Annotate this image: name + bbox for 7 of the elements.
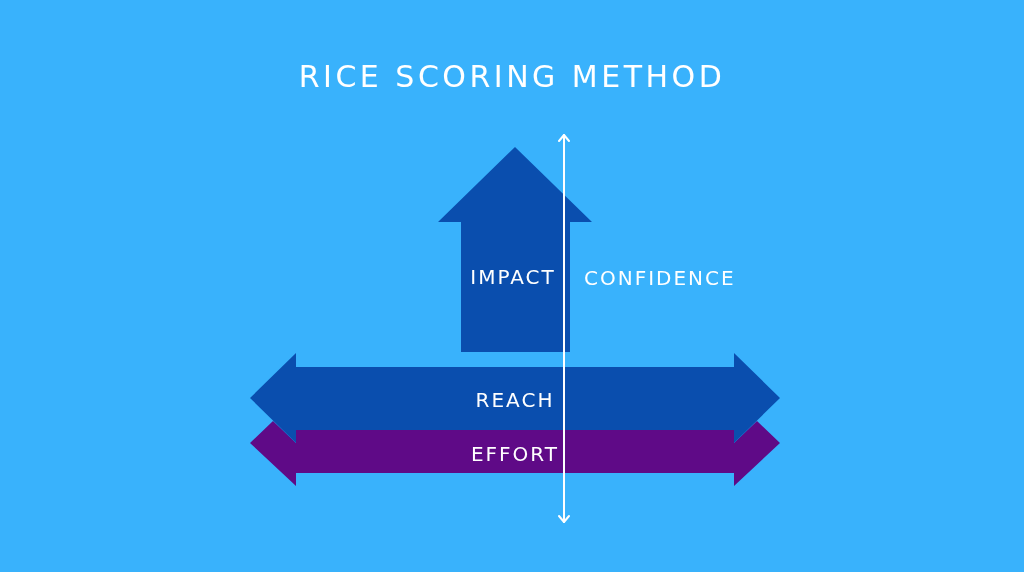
- title: RICE SCORING METHOD: [298, 62, 726, 92]
- arrow-label: IMPACT: [470, 267, 556, 287]
- double-arrow-shape: [250, 421, 780, 486]
- arrow-label: EFFORT: [471, 444, 559, 464]
- axis-label: CONFIDENCE: [584, 268, 736, 288]
- double-arrow-shape: [250, 353, 780, 443]
- arrow-label: REACH: [475, 390, 555, 410]
